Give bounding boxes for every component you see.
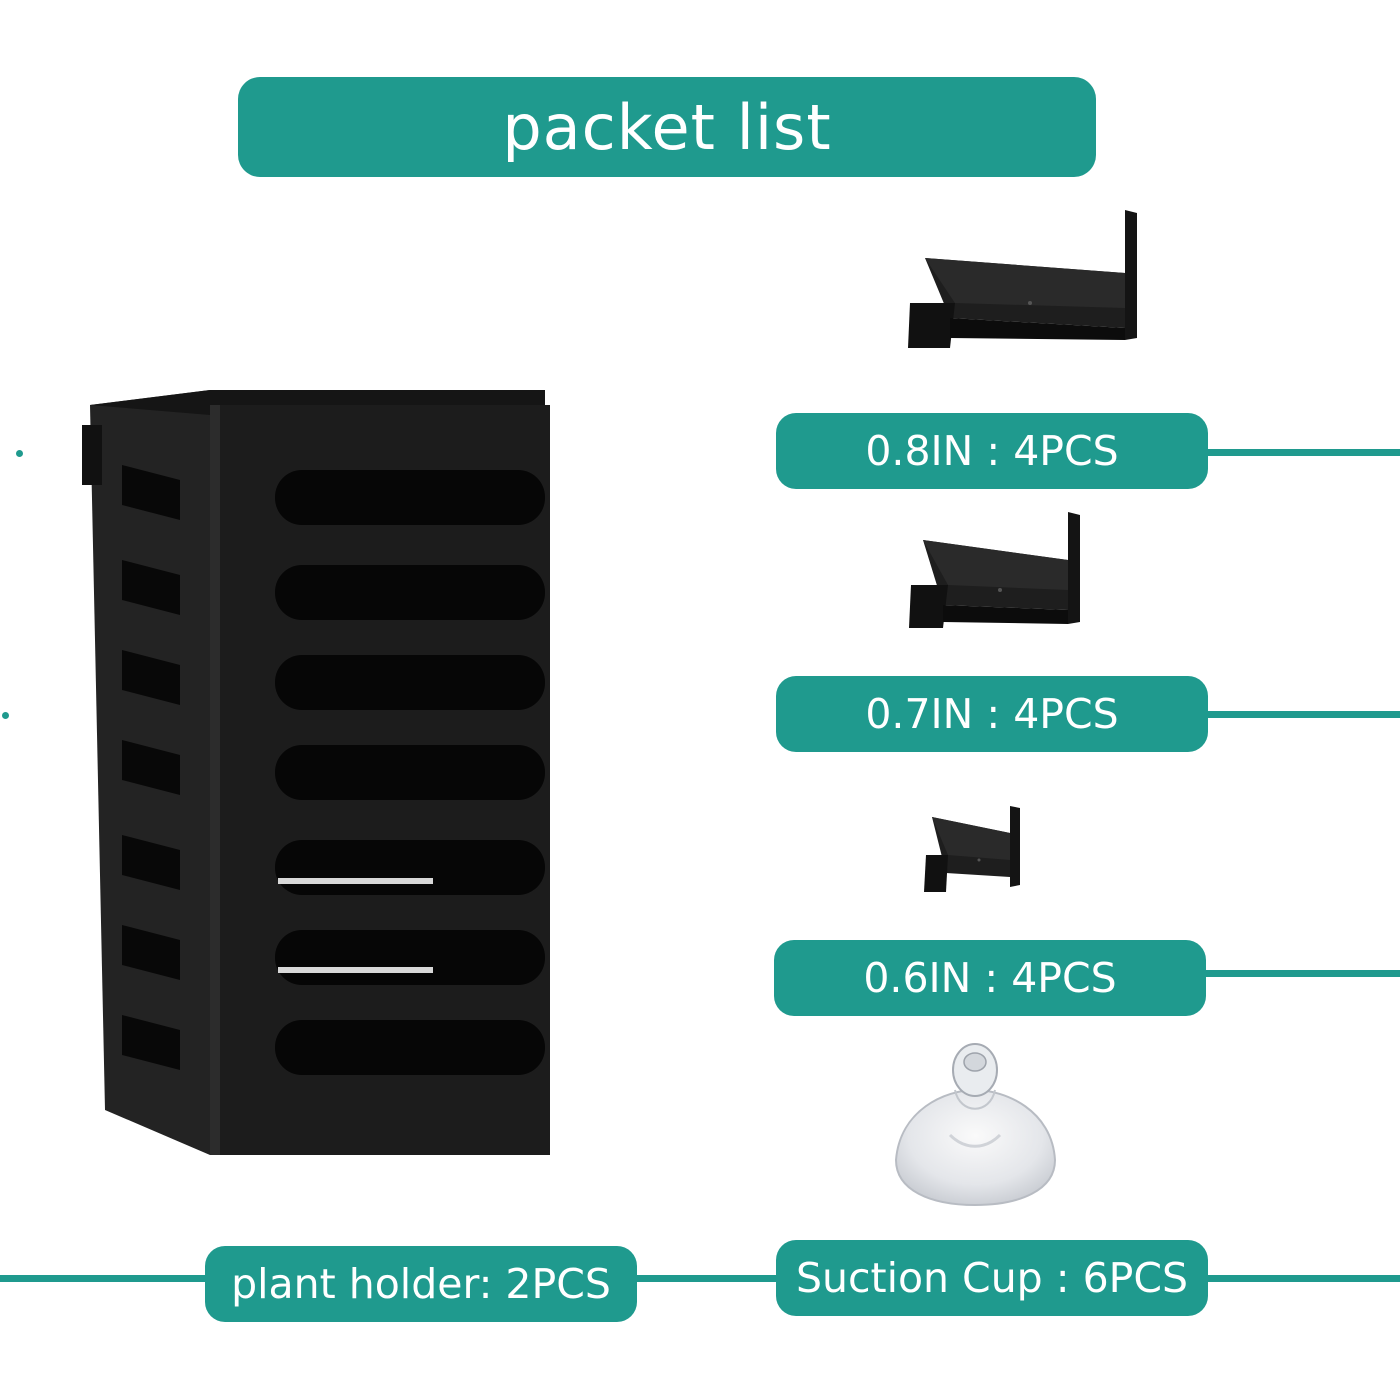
label-suction-cup: Suction Cup : 6PCS bbox=[776, 1240, 1208, 1316]
clip-small-icon bbox=[924, 806, 1020, 892]
connector-line-clip-small bbox=[1205, 970, 1400, 977]
suction-cup-icon bbox=[894, 1043, 1057, 1207]
connector-line-plant-holder-left bbox=[0, 1275, 210, 1282]
connector-line-clip-medium bbox=[1205, 711, 1400, 718]
connector-line-suction-cup bbox=[1205, 1275, 1400, 1282]
label-clip-large: 0.8IN : 4PCS bbox=[776, 413, 1208, 489]
clip-large-icon bbox=[908, 210, 1137, 348]
left-decor-dot-upper bbox=[16, 450, 23, 457]
packet-list-title: packet list bbox=[238, 77, 1096, 177]
label-clip-medium: 0.7IN : 4PCS bbox=[776, 676, 1208, 752]
clip-medium-icon bbox=[909, 512, 1080, 628]
plant-holder-icon bbox=[82, 390, 550, 1155]
left-decor-dot-lower bbox=[2, 712, 9, 719]
label-plant-holder: plant holder: 2PCS bbox=[205, 1246, 637, 1322]
label-clip-small: 0.6IN : 4PCS bbox=[774, 940, 1206, 1016]
connector-line-plant-holder-right bbox=[633, 1275, 778, 1282]
connector-line-clip-large bbox=[1205, 449, 1400, 456]
